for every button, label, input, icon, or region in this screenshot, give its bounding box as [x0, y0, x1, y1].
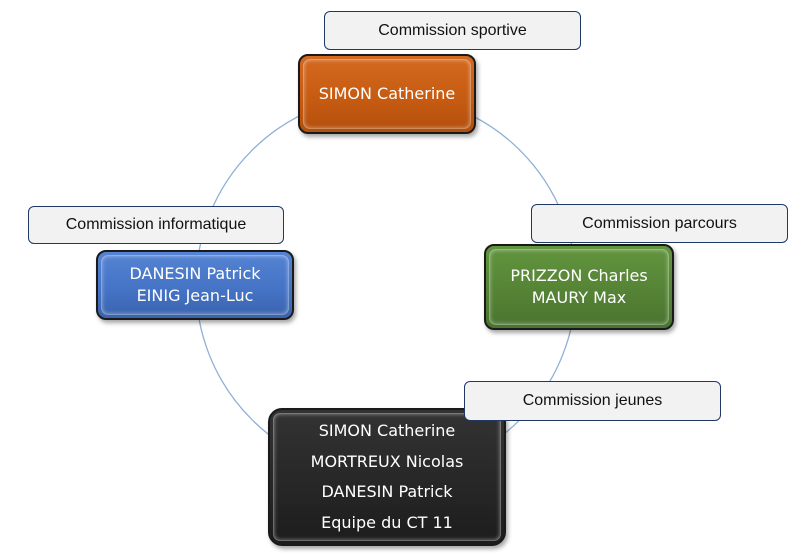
member-name: DANESIN Patrick [129, 264, 261, 283]
callout-label: Commission informatique [65, 216, 247, 233]
callout-commission-informatique: Commission informatique [28, 206, 284, 244]
node-commission-parcours: PRIZZON Charles MAURY Max [484, 244, 674, 330]
member-name: SIMON Catherine [318, 421, 456, 440]
member-name: EINIG Jean-Luc [136, 286, 254, 305]
member-name: PRIZZON Charles [510, 266, 648, 285]
member-name: SIMON Catherine [318, 84, 456, 103]
callout-label: Commission sportive [378, 21, 527, 39]
callout-label: Commission parcours [582, 214, 737, 232]
member-name: MORTREUX Nicolas [310, 451, 464, 471]
member-name: MAURY Max [531, 288, 627, 307]
callout-commission-parcours: Commission parcours [531, 204, 788, 243]
member-name: DANESIN Patrick [321, 482, 453, 501]
node-commission-jeunes: SIMON Catherine MORTREUX Nicolas DANESIN… [268, 408, 506, 546]
node-commission-informatique: DANESIN Patrick EINIG Jean-Luc [96, 250, 294, 320]
member-name: Equipe du CT 11 [321, 512, 453, 532]
node-commission-sportive: SIMON Catherine [298, 54, 476, 134]
callout-commission-jeunes: Commission jeunes [464, 381, 721, 421]
callout-commission-sportive: Commission sportive [324, 11, 581, 50]
callout-label: Commission jeunes [522, 392, 663, 409]
